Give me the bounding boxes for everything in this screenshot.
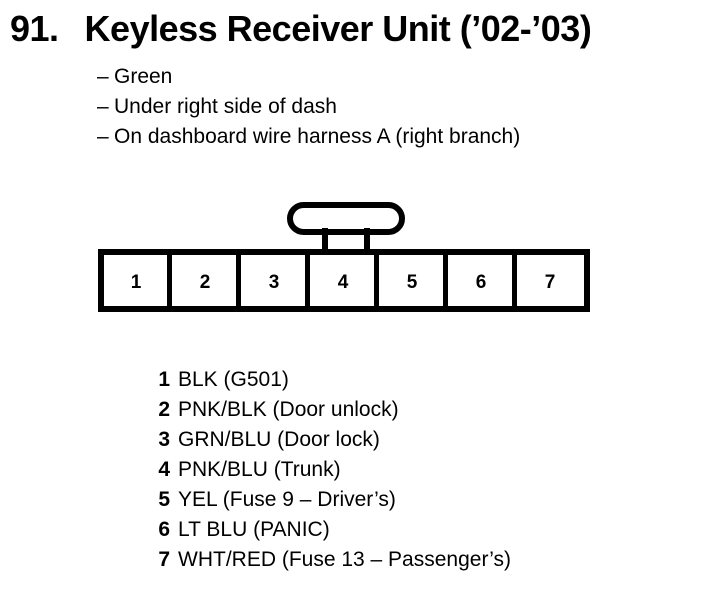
cavity-divider bbox=[443, 255, 448, 306]
pinout-row: 6 LT BLU (PANIC) bbox=[150, 515, 650, 545]
cavity-label-2: 2 bbox=[200, 272, 211, 293]
pinout-pin-number: 4 bbox=[158, 458, 170, 481]
pinout-pin-number: 1 bbox=[158, 368, 170, 391]
locking-tab-neck-right bbox=[364, 228, 370, 254]
pinout-pin-number: 2 bbox=[158, 398, 170, 421]
cavity-divider bbox=[512, 255, 517, 306]
pinout-pin-label: LT BLU (PANIC) bbox=[178, 518, 330, 541]
pinout-pin-number: 6 bbox=[158, 518, 170, 541]
note-text: On dashboard wire harness A (right branc… bbox=[114, 125, 521, 148]
pinout-pin-label: BLK (G501) bbox=[178, 368, 289, 391]
pinout-pin-label: YEL (Fuse 9 – Driver’s) bbox=[178, 488, 396, 511]
note-item: –Green bbox=[97, 62, 697, 92]
pinout-pin-label: GRN/BLU (Door lock) bbox=[178, 428, 380, 451]
pinout-pin-number: 3 bbox=[158, 428, 170, 451]
note-text: Green bbox=[114, 65, 173, 88]
connector-svg: 1 2 3 4 5 6 7 bbox=[98, 202, 590, 312]
cavity-label-1: 1 bbox=[131, 272, 142, 293]
page-header: 91. Keyless Receiver Unit (’02-’03) bbox=[10, 8, 700, 50]
notes-list: –Green –Under right side of dash –On das… bbox=[97, 62, 697, 152]
pinout-pin-label: PNK/BLK (Door unlock) bbox=[178, 398, 399, 421]
pinout-pin-label: WHT/RED (Fuse 13 – Passenger’s) bbox=[178, 548, 511, 571]
note-item: –Under right side of dash bbox=[97, 92, 697, 122]
cavity-label-7: 7 bbox=[545, 272, 556, 293]
cavity-label-4: 4 bbox=[338, 272, 349, 293]
dash-bullet-icon: – bbox=[97, 95, 109, 118]
cavity-divider bbox=[305, 255, 310, 306]
pinout-pin-label: PNK/BLU (Trunk) bbox=[178, 458, 341, 481]
locking-tab-neck-left bbox=[322, 228, 328, 254]
pinout-row: 7 WHT/RED (Fuse 13 – Passenger’s) bbox=[150, 545, 650, 575]
note-item: –On dashboard wire harness A (right bran… bbox=[97, 122, 697, 152]
cavity-divider bbox=[374, 255, 379, 306]
cavity-label-5: 5 bbox=[407, 272, 418, 293]
pinout-row: 1 BLK (G501) bbox=[150, 365, 650, 395]
dash-bullet-icon: – bbox=[97, 125, 109, 148]
pinout-row: 4 PNK/BLU (Trunk) bbox=[150, 455, 650, 485]
entry-number: 91. bbox=[10, 8, 59, 49]
page-title: Keyless Receiver Unit (’02-’03) bbox=[84, 8, 592, 49]
pinout-pin-number: 5 bbox=[158, 488, 170, 511]
pinout-list: 1 BLK (G501) 2 PNK/BLK (Door unlock) 3 G… bbox=[150, 365, 650, 575]
cavity-divider bbox=[236, 255, 241, 306]
connector-diagram: 1 2 3 4 5 6 7 bbox=[98, 200, 590, 312]
cavity-divider bbox=[167, 255, 172, 306]
locking-tab-outline bbox=[287, 202, 405, 235]
connector-body-outline bbox=[98, 249, 590, 312]
pinout-row: 2 PNK/BLK (Door unlock) bbox=[150, 395, 650, 425]
cavity-label-3: 3 bbox=[269, 272, 280, 293]
pinout-row: 3 GRN/BLU (Door lock) bbox=[150, 425, 650, 455]
pinout-pin-number: 7 bbox=[158, 548, 170, 571]
cavity-label-6: 6 bbox=[476, 272, 487, 293]
pinout-row: 5 YEL (Fuse 9 – Driver’s) bbox=[150, 485, 650, 515]
dash-bullet-icon: – bbox=[97, 65, 109, 88]
note-text: Under right side of dash bbox=[114, 95, 337, 118]
